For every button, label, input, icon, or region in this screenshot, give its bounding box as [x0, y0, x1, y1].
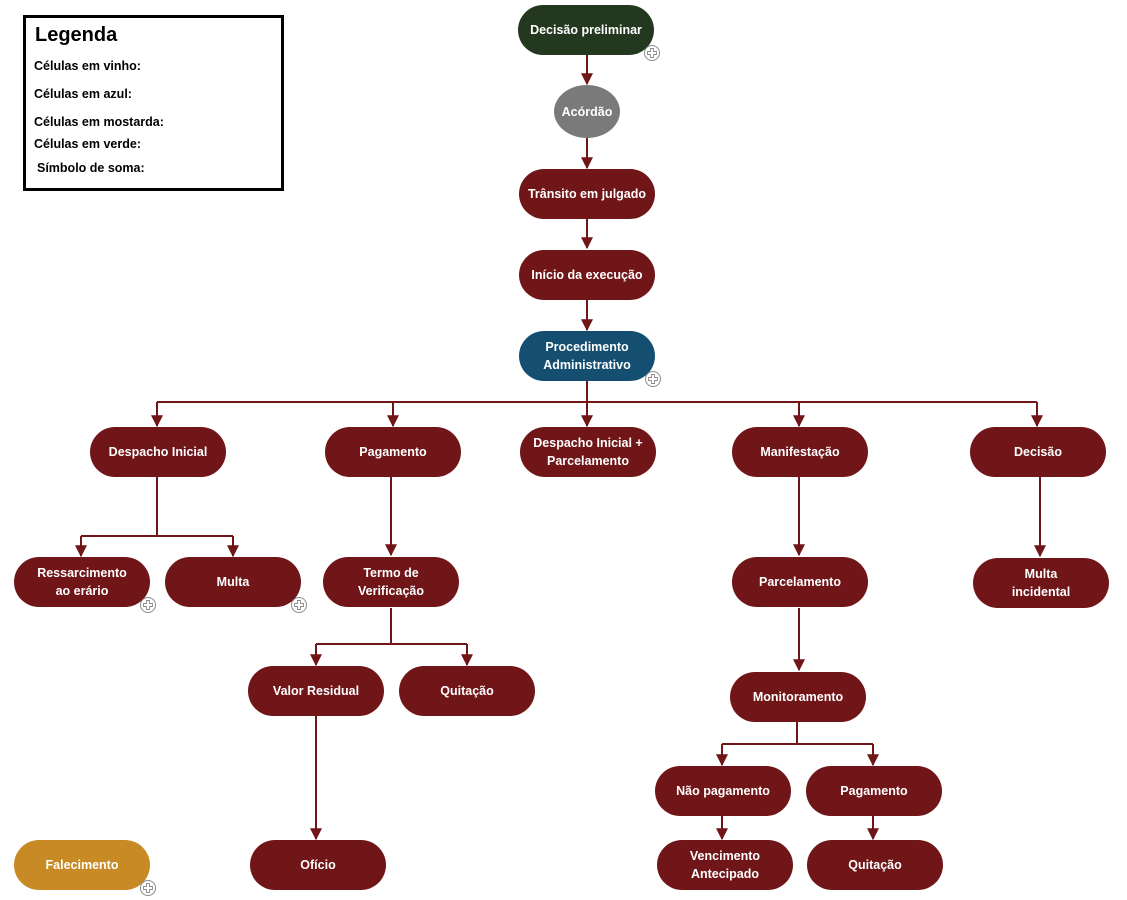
node-procedimento-administrativo[interactable]: Procedimento Administrativo — [519, 331, 661, 387]
plus-icon[interactable] — [291, 597, 307, 613]
node-multa[interactable]: Multa — [165, 557, 307, 613]
node-acordao[interactable]: Acórdão — [554, 85, 620, 138]
node-pagamento-2[interactable]: Pagamento — [806, 766, 942, 816]
node-falecimento[interactable]: Falecimento — [14, 840, 156, 896]
node-nao-pagamento[interactable]: Não pagamento — [655, 766, 791, 816]
legend-item-soma: Símbolo de soma: — [37, 161, 145, 175]
node-oficio[interactable]: Ofício — [250, 840, 386, 890]
node-parcelamento[interactable]: Parcelamento — [732, 557, 868, 607]
node-despacho-inicial[interactable]: Despacho Inicial — [90, 427, 226, 477]
node-valor-residual[interactable]: Valor Residual — [248, 666, 384, 716]
node-transito-em-julgado[interactable]: Trânsito em julgado — [519, 169, 655, 219]
legend-item-verde: Células em verde: — [34, 137, 141, 151]
node-inicio-execucao[interactable]: Início da execução — [519, 250, 655, 300]
node-multa-incidental[interactable]: Multa incidental — [973, 558, 1109, 608]
node-ressarcimento-erario[interactable]: Ressarcimento ao erário — [14, 557, 156, 613]
plus-icon[interactable] — [140, 597, 156, 613]
node-monitoramento[interactable]: Monitoramento — [730, 672, 866, 722]
legend-item-mostarda: Células em mostarda: — [34, 115, 164, 129]
node-decisao[interactable]: Decisão — [970, 427, 1106, 477]
node-despacho-inicial-parcelamento[interactable]: Despacho Inicial + Parcelamento — [520, 427, 656, 477]
node-manifestacao[interactable]: Manifestação — [732, 427, 868, 477]
node-decisao-preliminar[interactable]: Decisão preliminar — [518, 5, 660, 61]
legend-title: Legenda — [35, 24, 118, 46]
plus-icon[interactable] — [644, 45, 660, 61]
node-vencimento-antecipado[interactable]: Vencimento Antecipado — [657, 840, 793, 890]
legend-item-azul: Células em azul: — [34, 87, 132, 101]
node-pagamento[interactable]: Pagamento — [325, 427, 461, 477]
plus-icon[interactable] — [140, 880, 156, 896]
node-quitacao-2[interactable]: Quitação — [807, 840, 943, 890]
node-termo-verificacao[interactable]: Termo de Verificação — [323, 557, 459, 607]
legend-item-vinho: Células em vinho: — [34, 59, 141, 73]
plus-icon[interactable] — [645, 371, 661, 387]
legend-box: Legenda Células em vinho: Células em azu… — [23, 15, 284, 191]
node-quitacao-1[interactable]: Quitação — [399, 666, 535, 716]
